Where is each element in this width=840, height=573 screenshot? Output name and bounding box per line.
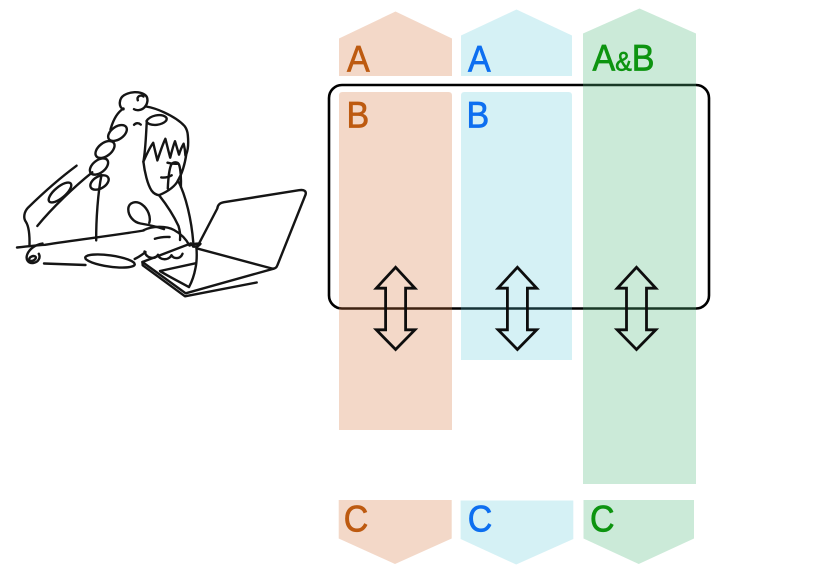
svg-text:A: A <box>347 38 370 80</box>
svg-text:A: A <box>468 38 491 80</box>
svg-text:C: C <box>468 498 493 540</box>
svg-text:C: C <box>344 498 369 540</box>
svg-text:B: B <box>347 94 370 136</box>
svg-text:B: B <box>467 94 490 136</box>
svg-text:C: C <box>590 498 615 540</box>
